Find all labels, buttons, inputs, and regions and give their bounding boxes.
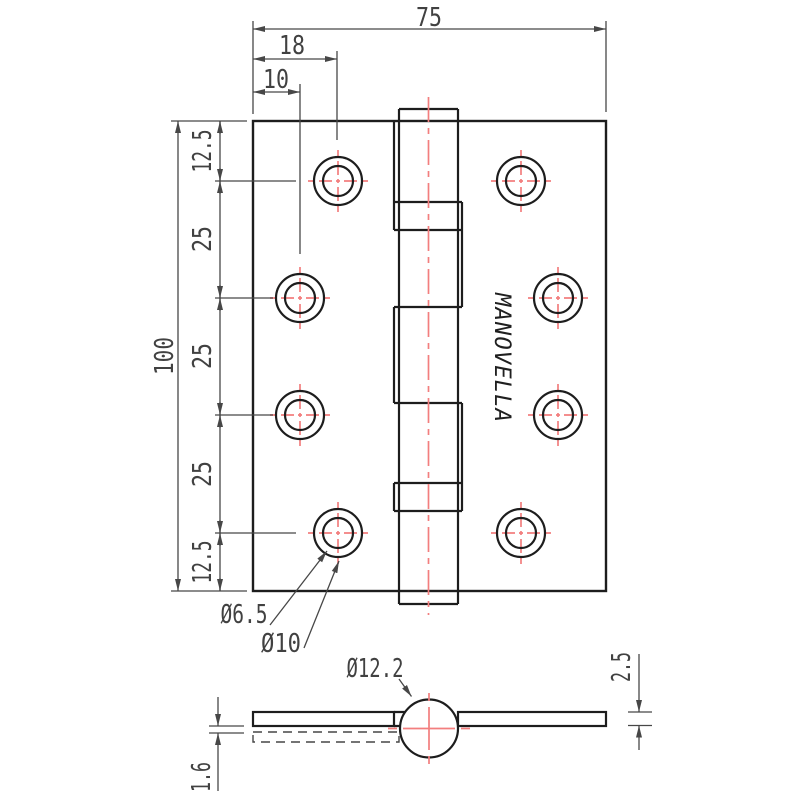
screw-hole-left-2 xyxy=(268,265,332,331)
hole-callouts: Ø6.5 Ø10 xyxy=(221,550,340,659)
dim-text-inner-hole-offset: 10 xyxy=(263,65,289,95)
dim-text-bottom-margin: 12.5 xyxy=(188,541,218,584)
screw-hole-right-4 xyxy=(489,500,553,566)
callout-text-countersink-diameter: Ø10 xyxy=(261,629,301,659)
leader-countersink-diameter xyxy=(303,560,340,649)
callout-text-drill-diameter: Ø6.5 xyxy=(221,600,268,630)
front-view: MANOVELLA xyxy=(251,97,608,615)
dim-text-total-height: 100 xyxy=(150,337,180,375)
leader-knuckle-diameter xyxy=(398,678,413,697)
callout-text-knuckle-diameter: Ø12.2 xyxy=(347,654,404,684)
leader-drill-diameter xyxy=(269,550,328,626)
screw-hole-right-2 xyxy=(526,265,590,331)
hidden-leaf-dashed-outline xyxy=(252,731,400,743)
dim-text-outer-hole-offset: 18 xyxy=(279,31,305,61)
dim-text-pitch-c: 25 xyxy=(188,461,218,487)
screw-hole-right-1 xyxy=(489,148,553,214)
screw-hole-left-3 xyxy=(268,382,332,448)
dim-text-closed-thickness: 2.5 xyxy=(607,652,637,682)
dim-text-top-margin: 12.5 xyxy=(188,130,218,173)
dim-text-leaf-thickness: 1.6 xyxy=(187,762,217,792)
section-view: Ø12.2 2.5 1.6 xyxy=(187,652,652,792)
screw-hole-right-3 xyxy=(526,382,590,448)
dim-text-pitch-b: 25 xyxy=(188,343,218,369)
left-extension-lines xyxy=(171,120,296,592)
dim-text-pitch-a: 25 xyxy=(188,226,218,252)
dim-text-total-width: 75 xyxy=(416,3,442,33)
hinge-leaf-outline xyxy=(251,119,608,593)
brand-logo-text: MANOVELLA xyxy=(489,292,514,423)
screw-hole-left-1 xyxy=(306,148,370,214)
right-leaf-edge xyxy=(456,710,608,728)
top-extension-lines xyxy=(252,21,607,254)
left-leaf-edge xyxy=(251,710,396,728)
top-dimensions: 75 18 10 xyxy=(252,3,607,254)
left-dimensions: 100 12.5 25 25 25 12.5 xyxy=(150,120,296,592)
screw-hole-left-4 xyxy=(306,500,370,566)
